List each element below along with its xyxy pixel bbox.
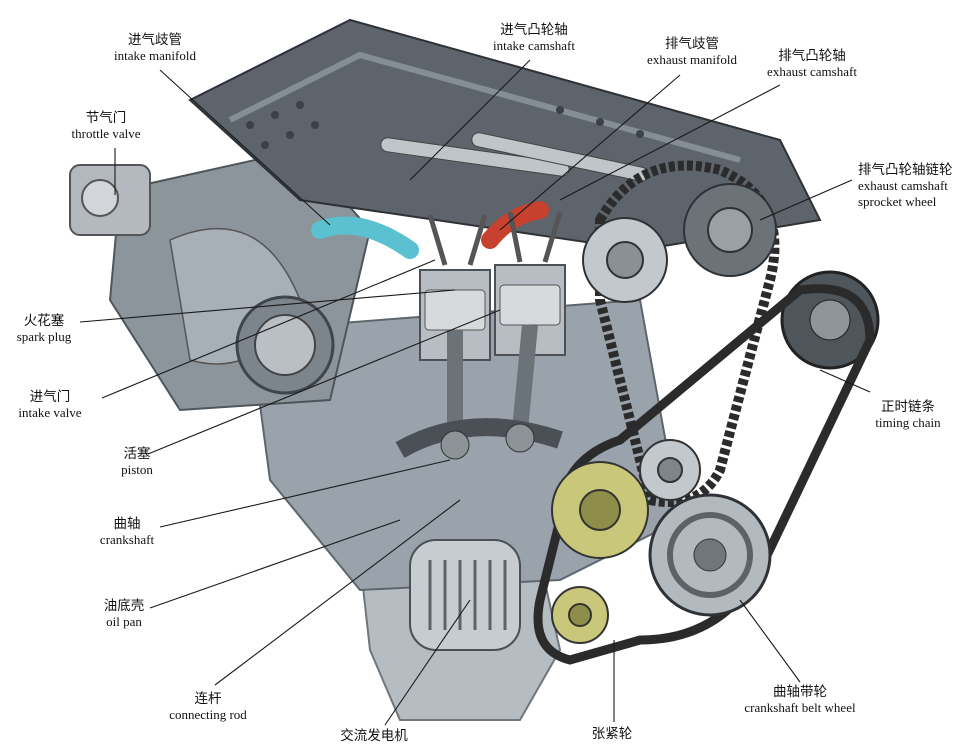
leader-piston [147,309,501,455]
leader-alternator [384,599,471,726]
label-piston: 活塞 piston [121,446,153,478]
label-connecting-rod: 连杆 connecting rod [169,691,247,723]
leader-spark-plug [79,289,456,323]
leader-exhaust-manifold [499,74,681,231]
label-oil-pan: 油底壳 oil pan [103,598,145,630]
leader-intake-valve [101,259,436,399]
label-intake-manifold: 进气歧管 intake manifold [114,32,196,64]
label-alternator: 交流发电机 [340,728,408,744]
label-sprocket-wheel: 排气凸轮轴链轮 exhaust camshaft sprocket wheel [858,162,953,210]
leader-intake-manifold [159,69,331,226]
label-tensioner: 张紧轮 [591,726,633,742]
label-crankshaft-belt-wheel: 曲轴带轮 crankshaft belt wheel [744,684,856,716]
label-intake-camshaft: 进气凸轮轴 intake camshaft [493,22,575,54]
leader-sprocket-wheel [759,179,853,221]
label-timing-chain: 正时链条 timing chain [875,399,941,431]
intake-runner-shape [311,216,419,259]
leader-crankshaft-belt-wheel [739,599,801,683]
label-exhaust-camshaft: 排气凸轮轴 exhaust camshaft [767,48,857,80]
label-exhaust-manifold: 排气歧管 exhaust manifold [647,36,737,68]
label-spark-plug: 火花塞 spark plug [16,313,72,345]
leader-intake-camshaft [409,59,531,181]
leader-oil-pan [149,519,401,609]
valve-cover-shape [188,18,822,252]
label-intake-valve: 进气门 intake valve [18,389,82,421]
leader-crankshaft [159,459,451,528]
alternator-shape [409,539,521,651]
leader-connecting-rod [214,499,461,686]
leader-timing-chain [819,369,871,393]
label-throttle-valve: 节气门 throttle valve [71,110,141,142]
label-crankshaft: 曲轴 crankshaft [99,516,155,548]
leader-exhaust-camshaft [559,84,781,201]
